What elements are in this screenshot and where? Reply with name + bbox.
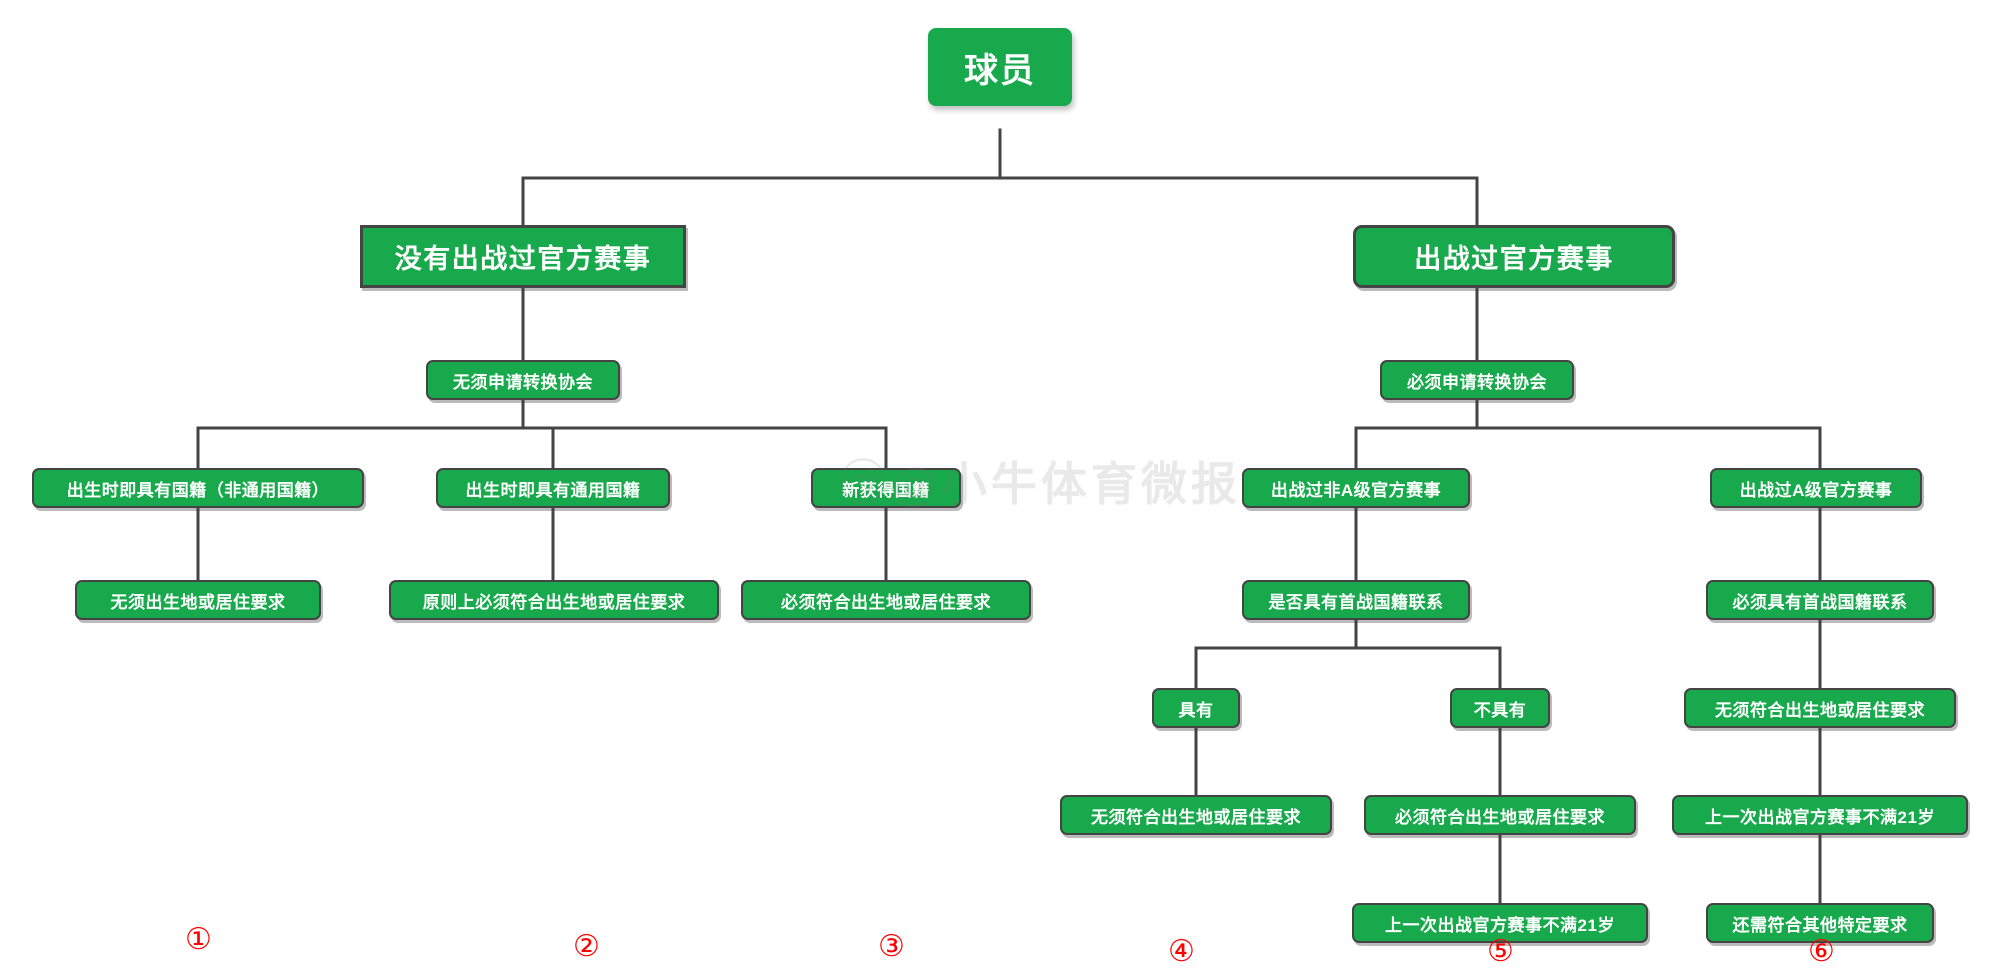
node-label: 没有出战过官方赛事	[394, 244, 652, 274]
node-must-meet-birthplace-residency-new[interactable]: 必须符合出生地或居住要求	[741, 580, 1031, 620]
node-has-link-yes[interactable]: 具有	[1152, 688, 1240, 728]
node-label: 上一次出战官方赛事不满21岁	[1705, 807, 1935, 827]
node-label: 上一次出战官方赛事不满21岁	[1385, 915, 1615, 935]
node-label: 必须申请转换协会	[1407, 372, 1547, 392]
node-link-no-must-meet-requirement[interactable]: 必须符合出生地或居住要求	[1364, 795, 1636, 835]
node-label: 出战过非A级官方赛事	[1270, 480, 1442, 500]
node-label: 无须出生地或居住要求	[110, 592, 286, 612]
node-label: 具有	[1178, 700, 1214, 720]
node-in-principle-must-meet-birthplace-residency[interactable]: 原则上必须符合出生地或居住要求	[389, 580, 719, 620]
node-label: 新获得国籍	[842, 480, 930, 500]
node-played-non-a-level-match[interactable]: 出战过非A级官方赛事	[1242, 468, 1470, 508]
node-label: 是否具有首战国籍联系	[1268, 592, 1444, 612]
node-link-yes-no-requirement[interactable]: 无须符合出生地或居住要求	[1060, 795, 1332, 835]
node-a-level-under-21-last-match[interactable]: 上一次出战官方赛事不满21岁	[1672, 795, 1968, 835]
node-label: 必须符合出生地或居住要求	[781, 592, 991, 612]
node-label: 出生时即具有国籍（非通用国籍）	[66, 480, 330, 500]
node-no-official-match[interactable]: 没有出战过官方赛事	[360, 225, 686, 288]
marker-6: ⑥	[1808, 934, 1835, 969]
node-label: 球员	[964, 51, 1036, 90]
node-label: 必须符合出生地或居住要求	[1395, 807, 1605, 827]
marker-2: ②	[573, 929, 600, 964]
node-played-official-match[interactable]: 出战过官方赛事	[1353, 225, 1675, 288]
node-common-nationality-at-birth[interactable]: 出生时即具有通用国籍	[436, 468, 670, 508]
node-no-birthplace-residency-requirement[interactable]: 无须出生地或居住要求	[75, 580, 321, 620]
node-label: 原则上必须符合出生地或居住要求	[422, 592, 686, 612]
node-label: 无须申请转换协会	[453, 372, 593, 392]
marker-4: ④	[1168, 934, 1195, 969]
node-label: 出生时即具有通用国籍	[465, 480, 641, 500]
marker-5: ⑤	[1487, 934, 1514, 969]
node-label: 出战过A级官方赛事	[1739, 480, 1893, 500]
node-no-association-switch-needed[interactable]: 无须申请转换协会	[426, 360, 620, 400]
node-label: 无须符合出生地或居住要求	[1715, 700, 1925, 720]
node-must-have-first-match-nationality-link[interactable]: 必须具有首战国籍联系	[1706, 580, 1934, 620]
node-played-a-level-match[interactable]: 出战过A级官方赛事	[1710, 468, 1922, 508]
node-newly-acquired-nationality[interactable]: 新获得国籍	[811, 468, 961, 508]
node-label: 无须符合出生地或居住要求	[1091, 807, 1301, 827]
node-has-link-no[interactable]: 不具有	[1450, 688, 1550, 728]
node-root-player[interactable]: 球员	[928, 28, 1072, 106]
node-label: 出战过官方赛事	[1414, 244, 1614, 274]
node-association-switch-required[interactable]: 必须申请转换协会	[1380, 360, 1574, 400]
marker-1: ①	[185, 922, 212, 957]
node-non-a-level-under-21-last-match[interactable]: 上一次出战官方赛事不满21岁	[1352, 903, 1648, 943]
node-label: 必须具有首战国籍联系	[1732, 592, 1908, 612]
node-nationality-at-birth-non-common[interactable]: 出生时即具有国籍（非通用国籍）	[32, 468, 364, 508]
node-has-first-match-nationality-link-question[interactable]: 是否具有首战国籍联系	[1242, 580, 1470, 620]
marker-3: ③	[878, 929, 905, 964]
node-a-level-no-birthplace-residency-requirement[interactable]: 无须符合出生地或居住要求	[1684, 688, 1956, 728]
node-label: 不具有	[1473, 700, 1527, 720]
node-label: 还需符合其他特定要求	[1732, 915, 1908, 935]
